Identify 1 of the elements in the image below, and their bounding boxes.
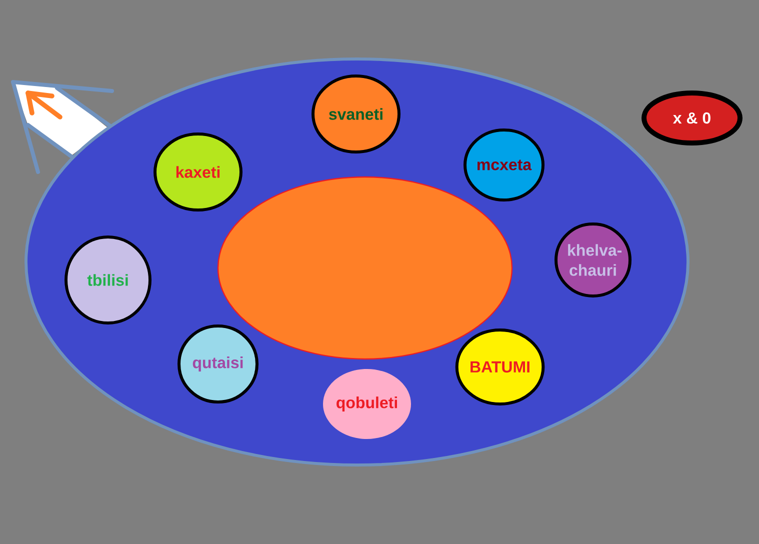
- label-oval: x & 0: [642, 90, 742, 146]
